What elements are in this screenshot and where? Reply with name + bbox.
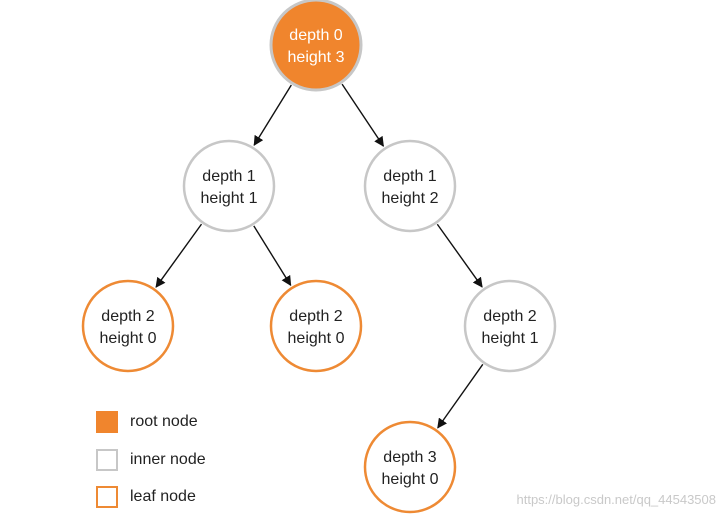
node-depth-label: depth 0 <box>289 27 342 44</box>
edges-layer <box>155 83 484 429</box>
node-height-label: height 0 <box>382 471 439 488</box>
node-depth-label: depth 3 <box>383 449 436 466</box>
edge-n1-n4 <box>253 225 292 287</box>
root-node: depth 0 height 3 <box>269 0 363 92</box>
node-depth-label: depth 1 <box>383 168 436 185</box>
node-depth-label: depth 1 <box>202 168 255 185</box>
legend-root-label: root node <box>130 413 198 430</box>
legend-leaf: leaf node <box>96 486 196 508</box>
node-height-label: height 1 <box>201 190 258 207</box>
leaf-node: depth 3 height 0 <box>363 420 457 514</box>
edge-n2-n5 <box>436 223 483 288</box>
node-depth-label: depth 2 <box>289 308 342 325</box>
inner-node-circle <box>182 139 276 233</box>
edge-n0-n1 <box>253 84 292 147</box>
leaf-node: depth 2 height 0 <box>81 279 175 373</box>
nodes-layer: depth 0 height 3 depth 1 height 1 depth 1 hei… <box>81 0 557 514</box>
leaf-node-circle <box>81 279 175 373</box>
legend-root: root node <box>96 411 198 433</box>
inner-node: depth 1 height 1 <box>182 139 276 233</box>
node-height-label: height 2 <box>382 190 439 207</box>
leaf-swatch-icon <box>96 486 118 508</box>
legend-leaf-label: leaf node <box>130 488 196 505</box>
edge-n0-n2 <box>341 83 384 147</box>
node-height-label: height 3 <box>288 49 345 66</box>
leaf-node: depth 2 height 0 <box>269 279 363 373</box>
node-height-label: height 0 <box>100 330 157 347</box>
node-depth-label: depth 2 <box>483 308 536 325</box>
edge-n5-n6 <box>437 363 484 429</box>
root-swatch-icon <box>96 411 118 433</box>
edge-n1-n3 <box>155 223 203 288</box>
inner-node-circle <box>363 139 457 233</box>
inner-node-circle <box>463 279 557 373</box>
inner-node: depth 2 height 1 <box>463 279 557 373</box>
leaf-node-circle <box>363 420 457 514</box>
inner-node: depth 1 height 2 <box>363 139 457 233</box>
root-node-circle <box>269 0 363 92</box>
node-height-label: height 1 <box>482 330 539 347</box>
node-depth-label: depth 2 <box>101 308 154 325</box>
node-height-label: height 0 <box>288 330 345 347</box>
inner-swatch-icon <box>96 449 118 471</box>
watermark: https://blog.csdn.net/qq_44543508 <box>516 492 717 507</box>
legend-inner: inner node <box>96 449 206 471</box>
leaf-node-circle <box>269 279 363 373</box>
legend-inner-label: inner node <box>130 451 206 468</box>
